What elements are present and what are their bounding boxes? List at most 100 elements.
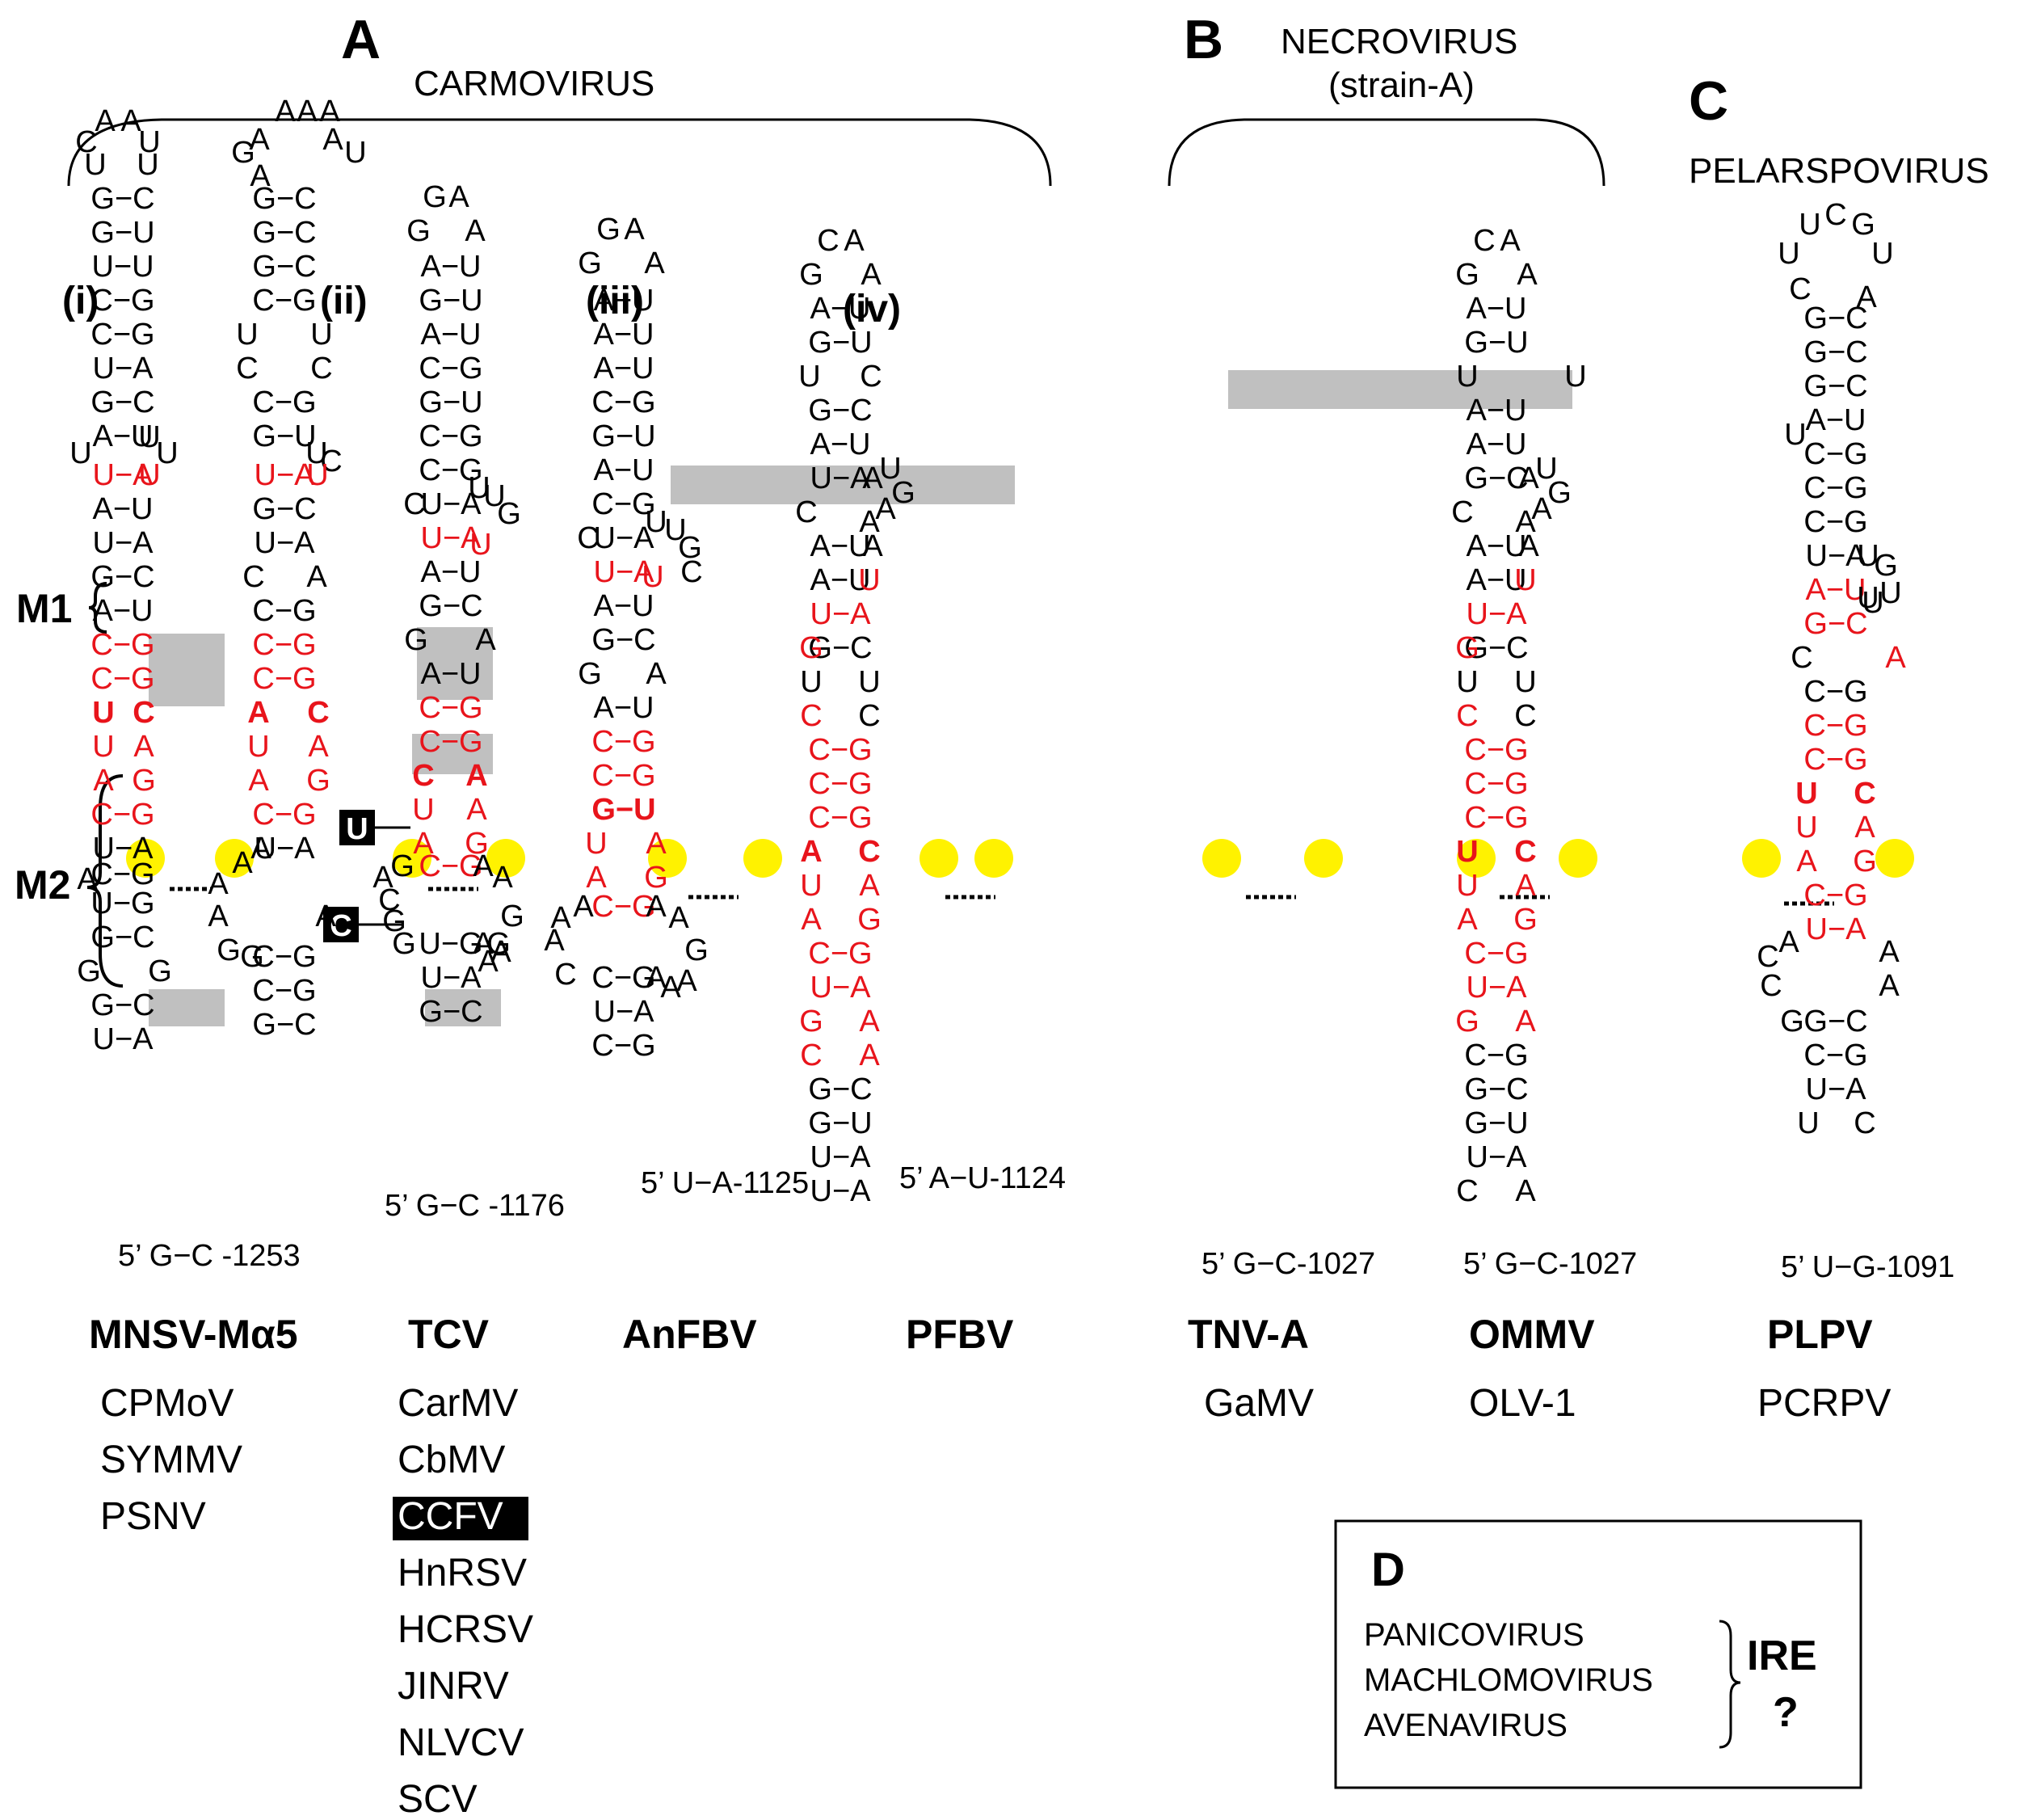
virus-name-pfbv: PFBV <box>906 1312 1014 1357</box>
nucleotide: A <box>1517 258 1538 292</box>
nucleotide: A <box>315 899 336 933</box>
base-pair: G−C <box>90 921 154 954</box>
numeral-iv: (iv) <box>843 288 901 331</box>
base-pair: U−A <box>1467 597 1528 631</box>
nucleotide: A <box>465 214 486 248</box>
base-pair: G−C <box>1803 607 1867 641</box>
nucleotide: A <box>1796 845 1817 878</box>
shade-box <box>417 627 493 700</box>
base-pair: C−G <box>1803 1038 1867 1072</box>
base-pair: C−G <box>419 453 482 487</box>
nucleotide: A <box>248 764 269 798</box>
panel-b-genus: NECROVIRUS <box>1281 22 1517 61</box>
related-virus: NLVCV <box>398 1721 524 1764</box>
end-label-pfbv: 5’ A−U-1124 <box>899 1161 1066 1195</box>
nucleotide: A <box>859 869 880 903</box>
nucleotide: A <box>247 696 269 730</box>
base-pair: G−C <box>252 216 316 250</box>
base-pair: A−U <box>1467 428 1527 461</box>
base-pair: U−A <box>810 597 872 631</box>
nucleotide: G <box>678 531 702 565</box>
nucleotide: C <box>858 835 880 869</box>
nucleotide: A <box>232 846 253 880</box>
base-pair: A−U <box>421 555 482 589</box>
nucleotide: A <box>208 899 229 933</box>
nucleotide: G <box>500 899 524 933</box>
base-pair: C−G <box>1803 878 1867 912</box>
panel-c-letter: C <box>1689 70 1728 132</box>
panel-d: D PANICOVIRUS MACHLOMOVIRUS AVENAVIRUS I… <box>1334 1519 1862 1789</box>
base-pair: C−G <box>591 385 655 419</box>
nucleotide: C <box>1473 224 1495 258</box>
nucleotide: C <box>1456 1174 1478 1208</box>
nucleotide: A <box>372 861 393 895</box>
nucleotide: G <box>596 213 621 246</box>
nucleotide: U <box>1564 360 1586 394</box>
panel-d-genus: AVENAVIRUS <box>1364 1708 1568 1743</box>
nucleotide: A <box>465 759 487 793</box>
ire-label: IRE <box>1747 1633 1817 1679</box>
nucleotide: A <box>624 213 645 246</box>
base-pair: C−G <box>1803 471 1867 505</box>
nucleotide: C <box>1514 835 1536 869</box>
nucleotide: G <box>423 180 447 214</box>
nucleotide: U <box>1857 581 1879 615</box>
base-pair: C−G <box>591 890 655 924</box>
related-virus: CarMV <box>398 1382 518 1425</box>
base-pair: C−G <box>252 594 316 628</box>
nucleotide: U <box>858 665 880 699</box>
highlight-dot <box>1457 839 1496 878</box>
nucleotide: A <box>466 793 487 827</box>
nucleotide: U <box>156 436 178 470</box>
nucleotide: C <box>1854 1106 1875 1140</box>
base-pair: U−A <box>1467 971 1528 1005</box>
related-virus: HCRSV <box>398 1608 533 1651</box>
nucleotide: U <box>468 471 490 505</box>
nucleotide: C <box>242 560 264 594</box>
nucleotide: U <box>800 665 822 699</box>
base-pair: A−U <box>1467 563 1527 597</box>
nucleotide: A <box>586 861 607 895</box>
base-pair: C−G <box>1464 767 1528 801</box>
base-pair: U−G <box>90 887 154 921</box>
shade-box <box>425 989 501 1026</box>
nucleotide: G <box>684 933 709 967</box>
nucleotide: C <box>1456 699 1478 733</box>
base-pair: U−A <box>421 521 482 555</box>
highlight-dot <box>1742 839 1781 878</box>
nucleotide: C <box>858 699 880 733</box>
nucleotide: U <box>92 730 114 764</box>
nucleotide: A <box>1515 869 1536 903</box>
nucleotide: U <box>138 125 160 159</box>
nucleotide: U <box>69 436 91 470</box>
nucleotide: A <box>1457 903 1478 937</box>
nucleotide: U <box>1879 576 1901 610</box>
base-pair: G−C <box>252 250 316 284</box>
base-pair: C−G <box>419 419 482 453</box>
base-pair: G−C <box>1464 631 1528 665</box>
base-pair: C−G <box>90 318 154 352</box>
nucleotide: A <box>120 104 141 138</box>
base-pair: C−G <box>1803 743 1867 777</box>
base-pair: C−G <box>591 961 655 995</box>
nucleotide: A <box>668 901 689 935</box>
virus-name-anfbv: AnFBV <box>622 1312 757 1357</box>
nucleotide: A <box>859 1038 880 1072</box>
base-pair: C−G <box>808 767 872 801</box>
nucleotide: G <box>465 827 489 861</box>
nucleotide: C <box>236 352 258 385</box>
base-pair: A−U <box>810 292 871 326</box>
nucleotide: U <box>1514 665 1536 699</box>
base-pair: A−U <box>93 594 154 628</box>
end-label-mnsv: 5’ G−C -1253 <box>118 1239 301 1273</box>
nucleotide: U <box>1514 563 1536 597</box>
nucleotide: C <box>378 883 400 917</box>
nucleotide: A <box>208 867 229 901</box>
base-pair: G−U <box>90 216 154 250</box>
base-pair: U−A <box>1806 1072 1867 1106</box>
nucleotide: U <box>1535 452 1557 486</box>
related-virus-plpv: PCRPV <box>1757 1382 1891 1425</box>
shade-box <box>149 989 225 1026</box>
nucleotide: A <box>550 901 571 935</box>
